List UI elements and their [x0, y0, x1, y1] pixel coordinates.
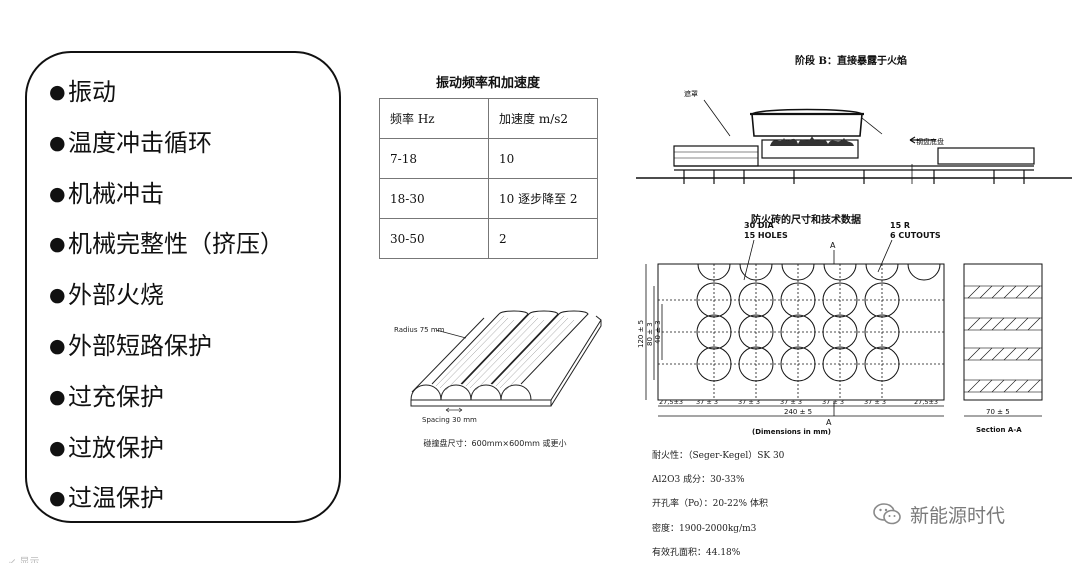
bullet-icon: ●: [49, 131, 66, 154]
list-item: ●机械完整性（挤压）: [49, 223, 284, 274]
cutouts-label-2: 6 CUTOUTS: [890, 231, 941, 240]
vibration-table: 频率 Hz 加速度 m/s2 7-18 10 18-30 10 逐步降至 2 3…: [379, 98, 598, 259]
dim-height-inner: 40 ± 3: [654, 320, 662, 344]
table-row: 7-18 10: [379, 138, 598, 179]
bullet-icon: ●: [49, 334, 66, 357]
bullet-icon: ●: [49, 284, 66, 307]
watermark-text: 新能源时代: [910, 504, 1006, 527]
stage-label-right: 钢盘底盘: [916, 137, 944, 146]
list-item: ●温度冲击循环: [49, 122, 284, 173]
spec-line: 有效孔面积：44.18%: [652, 547, 741, 558]
table-cell: 30-50: [379, 218, 489, 259]
wechat-icon: [873, 503, 901, 525]
bullet-icon: ●: [49, 182, 66, 205]
list-item: ●过放保护: [49, 427, 284, 478]
table-cell: 18-30: [379, 178, 489, 219]
vibration-table-title: 振动频率和加速度: [435, 76, 540, 91]
bottom-dim: 37 ± 3: [780, 398, 802, 406]
bullet-icon: ●: [49, 436, 66, 459]
bullet-icon: ●: [49, 385, 66, 408]
dim-width-total: 240 ± 5: [784, 408, 812, 416]
bottom-dim: 27,5±3: [659, 398, 683, 406]
list-item: ●过温保护: [49, 477, 284, 528]
watermark: 新能源时代: [872, 500, 1005, 528]
list-item: ●过充保护: [49, 376, 284, 427]
bullet-icon: ●: [49, 233, 66, 256]
spacing-label: Spacing 30 mm: [422, 416, 477, 424]
firebrick-diagram: 30 DIA 15 HOLES 15 R 6 CUTOUTS A A: [637, 221, 1043, 436]
holes-label-1: 30 DIA: [744, 221, 775, 230]
bullet-icon: ●: [49, 81, 66, 103]
table-header-cell: 加速度 m/s2: [488, 98, 598, 139]
table-cell: 7-18: [379, 138, 489, 179]
dim-height-mid: 80 ± 3: [646, 322, 654, 346]
section-mark-bottom: A: [826, 418, 832, 427]
bottom-dim: 37 ± 3: [738, 398, 760, 406]
section-label: Section A-A: [976, 426, 1022, 434]
bullet-icon: ●: [49, 487, 66, 510]
table-cell: 2: [488, 218, 598, 259]
dim-height-total: 120 ± 5: [637, 320, 645, 348]
spec-line: Al2O3 成分：30-33%: [652, 475, 745, 486]
holes-label-2: 15 HOLES: [744, 231, 788, 240]
list-item: ●外部火烧: [49, 274, 284, 325]
bottom-dim: 37 ± 3: [696, 398, 718, 406]
list-item: ●振动: [49, 71, 284, 122]
table-row: 18-30 10 逐步降至 2: [379, 178, 598, 219]
bottom-dim: 37 ± 3: [822, 398, 844, 406]
fire-exposure-diagram: 遮罩 钢盘底盘: [636, 89, 1072, 184]
section-mark-top: A: [830, 241, 836, 250]
table-row: 30-50 2: [379, 218, 598, 259]
section-dim: 70 ± 5: [986, 408, 1010, 416]
list-item: ●机械冲击: [49, 173, 284, 224]
list-item: ●外部短路保护: [49, 325, 284, 376]
table-cell: 10 逐步降至 2: [488, 178, 598, 219]
spec-line: 开孔率（Po）：20-22% 体积: [652, 499, 768, 510]
test-items-list: ●振动 ●温度冲击循环 ●机械冲击 ●机械完整性（挤压） ●外部火烧 ●外部短路…: [49, 71, 284, 528]
bottom-dim: 27,5±3: [914, 398, 938, 406]
stage-b-title: 阶段 B：直接暴露于火焰: [795, 56, 907, 67]
corner-mark: ↙ 显示: [8, 557, 40, 563]
bottom-dim: 37 ± 3: [864, 398, 886, 406]
table-cell: 10: [488, 138, 598, 179]
spec-line: 耐火性：（Seger-Kegel）SK 30: [652, 451, 785, 461]
test-items-panel: ●振动 ●温度冲击循环 ●机械冲击 ●机械完整性（挤压） ●外部火烧 ●外部短路…: [25, 51, 341, 523]
firebrick-title: 防火砖的尺寸和技术数据: [751, 215, 861, 226]
impact-plate-diagram: Radius 75 mm Spacing 30 mm: [394, 310, 602, 424]
plate-caption: 碰撞盘尺寸：600mm×600mm 或更小: [423, 439, 567, 448]
radius-label: Radius 75 mm: [394, 326, 445, 334]
cutouts-label-1: 15 R: [890, 221, 910, 230]
units-note: (Dimensions in mm): [752, 428, 831, 436]
firebrick-specs: 耐火性：（Seger-Kegel）SK 30 Al2O3 成分：30-33% 开…: [652, 446, 784, 563]
table-header-cell: 频率 Hz: [379, 98, 489, 139]
table-header-row: 频率 Hz 加速度 m/s2: [379, 98, 598, 139]
stage-label-left: 遮罩: [684, 89, 698, 98]
spec-line: 密度：1900-2000kg/m3: [652, 523, 757, 534]
